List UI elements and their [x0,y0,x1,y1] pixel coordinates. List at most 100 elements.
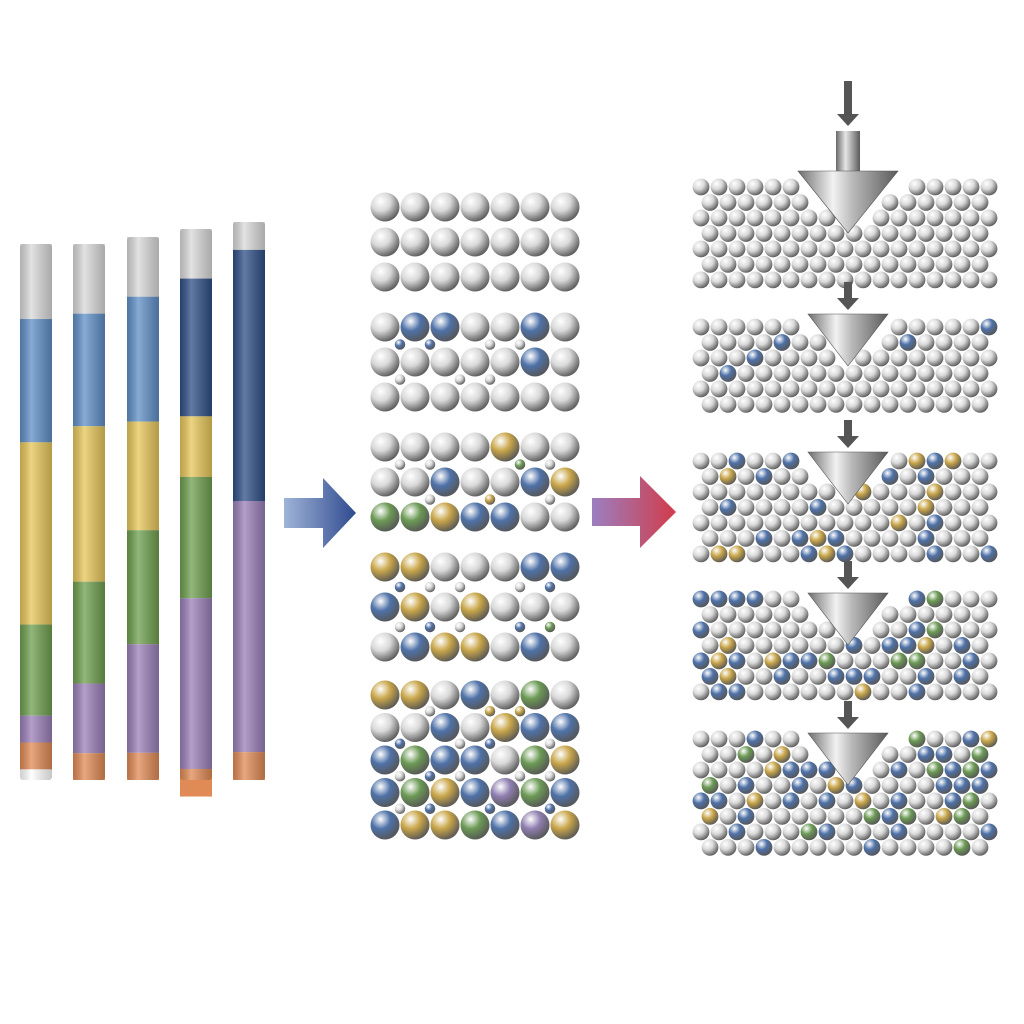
atom [692,349,710,367]
atom [370,745,400,775]
atom [692,823,710,841]
atom [926,621,944,639]
atom [520,778,550,807]
atom [881,637,899,654]
atom [917,194,935,211]
atom [872,240,890,258]
atom [550,262,580,292]
atom [746,792,764,810]
atom [791,396,809,413]
atom [430,192,460,222]
atom [917,256,935,273]
atom [827,499,845,516]
atom [881,668,899,685]
interstitial-atom [514,771,526,782]
atom [953,194,971,211]
atom [490,432,520,462]
atom [782,483,800,501]
atom [953,499,971,516]
arrow-down-icon [837,577,859,589]
atom [980,209,998,227]
atom [791,365,809,382]
atom [908,452,926,470]
atom [773,606,791,623]
atom [926,209,944,227]
atom [490,312,520,342]
atom [773,225,791,242]
atom [872,621,890,639]
atom [490,227,520,257]
atom [899,606,917,623]
atom [800,792,818,810]
atom [917,530,935,547]
atom [692,652,710,670]
atom [881,606,899,623]
atom [944,545,962,563]
atom [818,652,836,670]
atom [692,761,710,779]
atom [971,468,989,485]
atom [863,365,881,382]
atom [980,545,998,563]
interstitial-atom [484,494,496,505]
atom [908,240,926,258]
atom [980,178,998,196]
atom [692,271,710,289]
atom [728,590,746,608]
atom [719,396,737,413]
atom [917,225,935,242]
atom [944,483,962,501]
interstitial-atom [394,459,406,470]
atom [926,652,944,670]
atom [701,808,719,825]
atom [746,452,764,470]
interstitial-atom [424,494,436,505]
atom [809,637,827,654]
atom [800,380,818,398]
atom [908,730,926,748]
interstitial-atom [514,459,526,470]
atom [890,483,908,501]
indenter-cone [807,732,889,786]
atom [791,468,809,485]
atom [818,792,836,810]
atom [728,730,746,748]
atom [701,396,719,413]
atom [881,530,899,547]
atom [962,792,980,810]
atom [764,178,782,196]
atom [944,652,962,670]
atom [550,592,580,622]
atom [845,396,863,413]
atom [845,808,863,825]
atom [953,468,971,485]
atom [520,810,550,840]
bar-shading [127,237,159,780]
atom [764,240,782,258]
bar-shading [20,244,52,780]
atom [773,396,791,413]
atom [460,432,490,462]
atom [719,256,737,273]
atom [430,347,460,377]
atom [782,318,800,336]
atom [737,334,755,351]
atom [836,792,854,810]
atom [980,683,998,701]
atom [782,178,800,196]
atom [520,592,550,622]
atom [400,810,430,840]
atom [854,271,872,289]
atom [764,514,782,532]
atom [728,823,746,841]
atom [719,808,737,825]
atom [737,668,755,685]
atom [764,380,782,398]
atom [400,713,430,742]
atom [935,194,953,211]
atom [827,777,845,794]
atom [701,499,719,516]
atom [809,396,827,413]
atom [935,808,953,825]
atom [701,256,719,273]
